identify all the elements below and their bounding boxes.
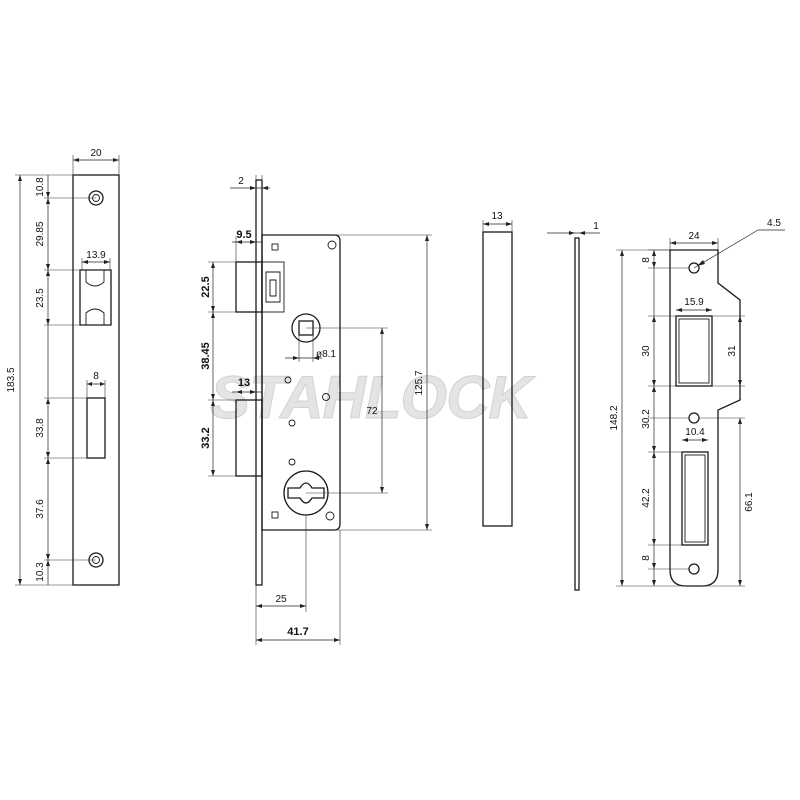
strike-latch-slot-outer-label: 31 — [727, 345, 738, 357]
faceplate-bolt-to-hole-label: 37.6 — [35, 499, 46, 519]
strike-width-label: 24 — [688, 231, 700, 242]
body-latch-mechanism — [265, 271, 281, 303]
faceplate-bolt-opening — [86, 397, 106, 459]
strike-edge-view: 1 — [547, 221, 600, 591]
body-rivet-6 — [325, 511, 335, 521]
body-dead-bolt — [235, 399, 263, 477]
body-bolt-projection-label: 13 — [238, 377, 250, 389]
side-view-bar — [482, 231, 513, 527]
body-latch-height-label: 22.5 — [200, 276, 212, 297]
strike-hole-to-bottom-total-label: 66.1 — [744, 492, 755, 512]
strike-bolt-slot — [681, 451, 709, 546]
body-latch-to-bolt-label: 38.45 — [200, 342, 212, 370]
body-latch-housing — [261, 261, 285, 313]
faceplate-top-hole-label: 10.8 — [35, 177, 46, 197]
faceplate-total-height-label: 183.5 — [6, 367, 17, 392]
body-backset-label: 25 — [275, 594, 287, 605]
lock-body-view: 2 9.5 22.5 38.45 33.2 13 ø8.1 — [200, 175, 432, 645]
strike-latch-slot-height-label: 30 — [641, 345, 652, 357]
faceplate-bolt-height-label: 33.8 — [35, 418, 46, 438]
strike-slot-to-hole-label: 30.2 — [641, 409, 652, 429]
strike-edge-thickness-label: 1 — [593, 221, 599, 232]
strike-latch-slot — [675, 315, 713, 387]
strike-total-height-label: 148.2 — [609, 405, 620, 430]
body-center-distance-label: 72 — [366, 406, 378, 417]
faceplate-hole-to-bottom-label: 10.3 — [35, 562, 46, 582]
faceplate-latch-height-label: 23.5 — [35, 288, 46, 308]
body-square-mark-bottom — [271, 511, 279, 519]
strike-hole-to-bottom-label: 8 — [641, 555, 652, 561]
body-rivet-4 — [288, 419, 296, 427]
faceplate-bolt-width-label: 8 — [93, 371, 99, 382]
watermark-logo: STAHLOCK — [210, 364, 536, 431]
strike-bolt-slot-inner — [684, 454, 706, 543]
side-view: 13 — [482, 211, 513, 527]
faceplate-outline — [72, 174, 120, 586]
faceplate-view: 20 183.5 10.8 29.85 23.5 33.8 37.6 10.3 — [6, 148, 120, 586]
side-view-thickness-label: 13 — [491, 211, 503, 222]
body-bolt-height-label: 33.2 — [200, 427, 212, 448]
body-square-mark-top — [271, 243, 279, 251]
body-depth-label: 41.7 — [287, 626, 308, 638]
strike-middle-hole — [688, 412, 700, 424]
body-rivet-3 — [322, 393, 330, 401]
faceplate-latch-notch — [85, 270, 105, 325]
body-follower-diameter-label: ø8.1 — [316, 349, 336, 360]
faceplate-hole-to-latch-label: 29.85 — [35, 221, 46, 246]
body-rivet-2 — [284, 376, 292, 384]
strike-plate-view: 24 4.5 15.9 8 30 30.2 42.2 — [609, 218, 785, 587]
strike-top-to-hole-label: 8 — [641, 257, 652, 263]
body-rivet-1 — [327, 240, 337, 250]
strike-edge-bar — [574, 237, 580, 591]
strike-bottom-hole — [688, 563, 700, 575]
strike-latch-slot-inner — [678, 318, 710, 384]
strike-latch-slot-width-label: 15.9 — [684, 297, 704, 308]
strike-bolt-slot-height-label: 42.2 — [641, 488, 652, 508]
body-cylinder-keyway — [287, 482, 325, 504]
body-latch-bolt — [235, 261, 263, 313]
faceplate-latch-width-label: 13.9 — [86, 250, 106, 261]
body-height-label: 125.7 — [414, 370, 425, 395]
body-latch-projection-label: 9.5 — [236, 229, 251, 241]
faceplate-latch-opening — [79, 269, 112, 326]
strike-hole-diameter-label: 4.5 — [767, 218, 781, 229]
body-plate-thickness-label: 2 — [238, 176, 244, 187]
body-rivet-5 — [288, 458, 296, 466]
strike-bolt-slot-width-label: 10.4 — [685, 427, 705, 438]
faceplate-width-label: 20 — [90, 148, 102, 159]
